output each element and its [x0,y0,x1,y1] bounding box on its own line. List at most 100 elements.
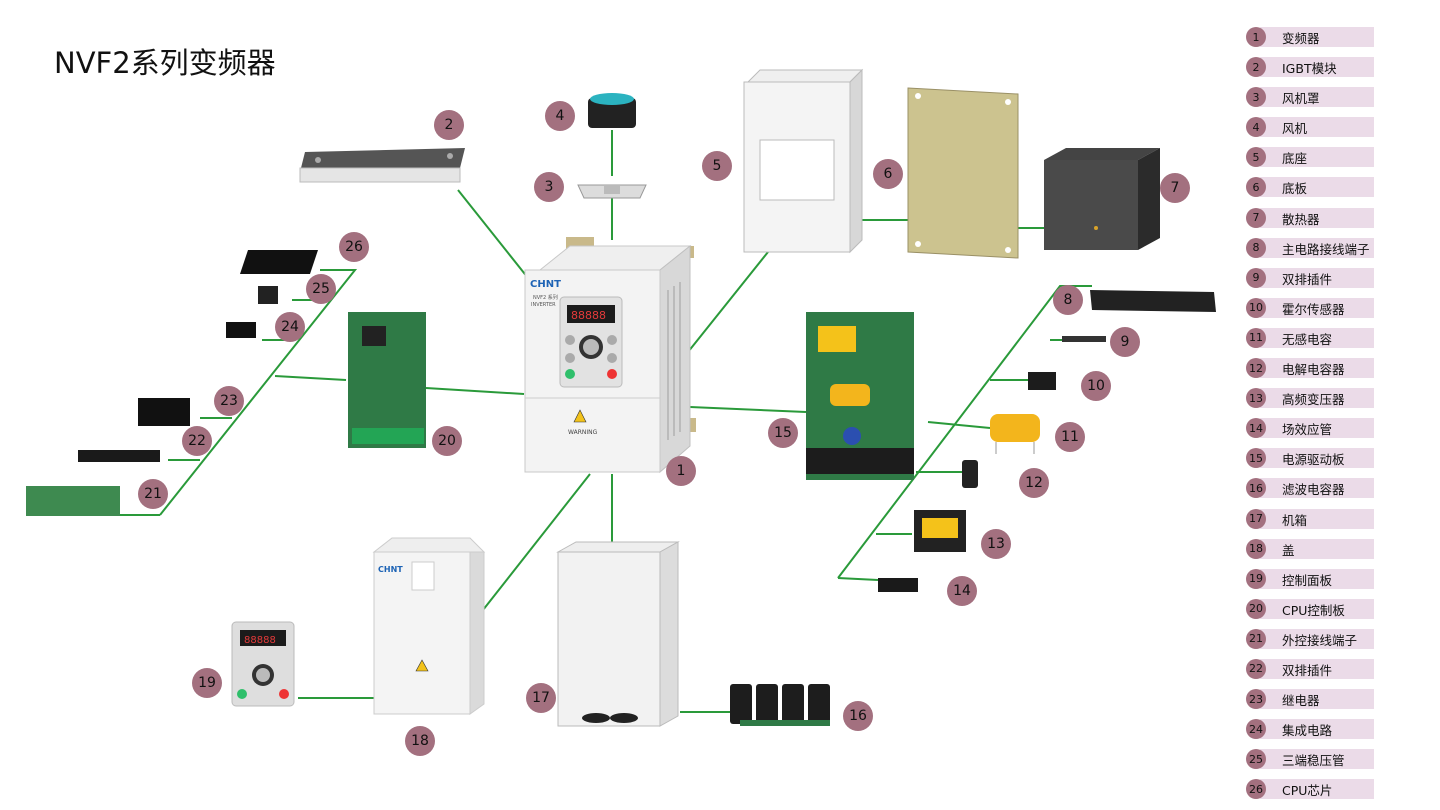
main-terminal-block [1090,290,1216,312]
integrated-circuit [226,322,256,338]
legend-label: 风机 [1282,121,1308,137]
legend-number: 4 [1246,117,1266,138]
legend-label: 无感电容 [1282,331,1333,347]
legend-row: 18 盖 [1246,536,1376,566]
legend-label: 霍尔传感器 [1282,301,1345,317]
legend-number: 17 [1246,508,1266,529]
callout-16: 16 [843,701,873,731]
legend-number: 9 [1246,267,1266,288]
legend-row: 9 双排插件 [1246,265,1376,295]
brand-logo: CHNT [530,279,561,290]
legend-bar [1260,147,1374,168]
legend-label: 底板 [1282,181,1308,197]
legend-number: 3 [1246,87,1266,108]
legend-number: 23 [1246,689,1266,710]
legend-bar [1260,478,1374,499]
cpu-chip [240,250,318,274]
panel-display: 88888 [244,635,276,646]
base-frame [743,68,864,254]
legend-label: 电源驱动板 [1282,452,1345,468]
relay [138,398,190,426]
fan [588,93,636,128]
callout-26: 26 [339,232,369,262]
callout-17: 17 [526,683,556,713]
hf-transformer [914,510,966,552]
legend-bar [1260,297,1374,318]
callout-13: 13 [981,529,1011,559]
hall-sensor [1028,372,1056,390]
legend-label: 底座 [1282,151,1308,167]
double-row-header-22 [78,450,160,462]
callout-8: 8 [1053,285,1083,315]
callout-9: 9 [1110,327,1140,357]
legend-bar [1260,779,1374,800]
legend-number: 13 [1246,388,1266,409]
callout-10: 10 [1081,371,1111,401]
cover-logo: CHNT [378,565,403,574]
legend-label: 滤波电容器 [1282,482,1345,498]
double-row-header-9 [1062,336,1106,342]
legend-number: 18 [1246,538,1266,559]
legend-label: 双排插件 [1282,662,1333,678]
legend-label: 主电路接线端子 [1282,241,1370,257]
electrolytic-capacitor [962,460,978,488]
legend-number: 7 [1246,207,1266,228]
legend-number: 20 [1246,598,1266,619]
legend-number: 19 [1246,568,1266,589]
igbt-module [299,148,465,183]
callout-22: 22 [182,426,212,456]
legend-number: 2 [1246,57,1266,78]
legend-number: 1 [1246,27,1266,47]
heatsink [1044,148,1160,250]
callout-1: 1 [666,456,696,486]
callout-14: 14 [947,576,977,606]
callout-18: 18 [405,726,435,756]
callout-12: 12 [1019,468,1049,498]
legend-label: 场效应管 [1282,422,1333,438]
callout-4: 4 [545,101,575,131]
cpu-control-board [348,312,426,448]
callout-19: 19 [192,668,222,698]
callout-3: 3 [534,172,564,202]
legend-bar [1260,57,1374,78]
callout-2: 2 [434,110,464,140]
legend-number: 21 [1246,628,1266,649]
legend-number: 8 [1246,237,1266,258]
legend-bar [1260,719,1374,740]
legend-bar [1260,538,1374,559]
power-drive-board [806,312,914,480]
legend-bar [1260,388,1374,409]
callout-7: 7 [1160,173,1190,203]
legend-label: 机箱 [1282,512,1308,528]
legend-label: 盖 [1282,542,1295,558]
legend-row: 17 机箱 [1246,506,1376,536]
page-title: NVF2系列变频器 [54,46,276,80]
legend-bar [1260,658,1374,679]
film-capacitor [990,414,1040,454]
legend-bar [1260,358,1374,379]
callout-5: 5 [702,151,732,181]
legend-row: 4 风机 [1246,114,1376,144]
legend-bar [1260,568,1374,589]
mosfet [878,578,918,592]
legend-label: 双排插件 [1282,271,1333,287]
bottom-plate [907,87,1019,259]
legend-number: 6 [1246,177,1266,198]
